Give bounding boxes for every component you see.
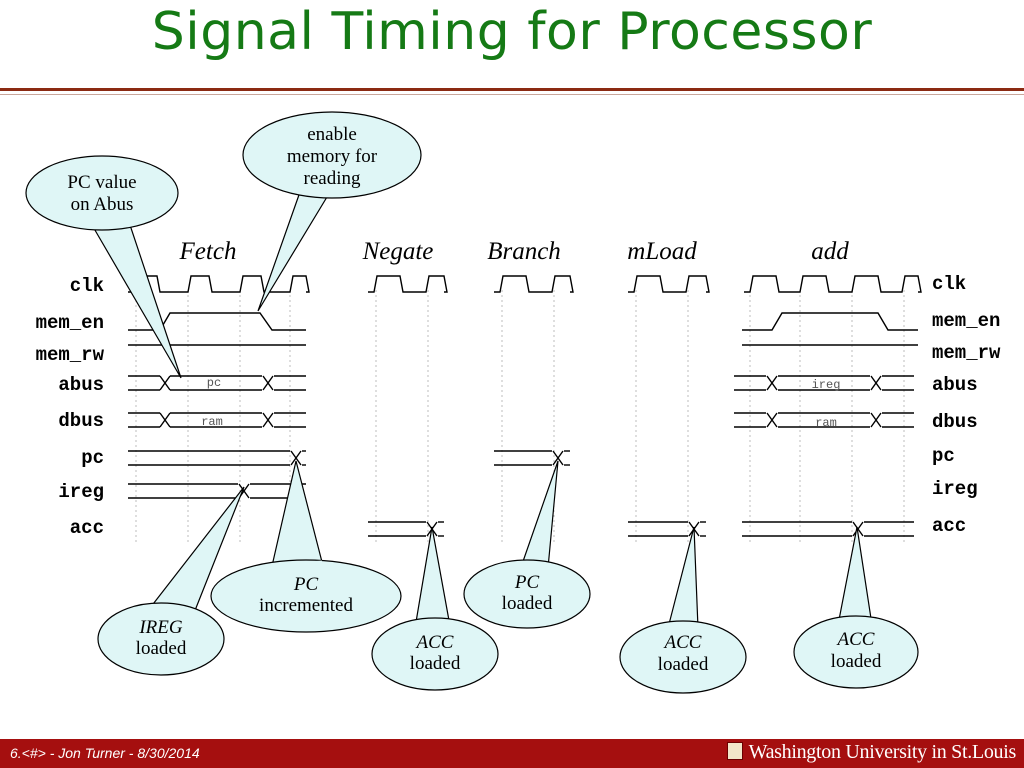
branch-pc-cross: [552, 450, 564, 466]
add-abus-cross: [870, 375, 882, 391]
callout-pc-on-abus: [25, 155, 182, 379]
footer-university: Washington University in St.Louis: [726, 741, 1017, 764]
phase-labels: Fetch Negate Branch mLoad add: [179, 238, 850, 265]
callout-pc-abus-line1: PC value: [67, 172, 136, 193]
label-ireg-right: ireg: [932, 478, 978, 500]
callout-enable-line1: enable: [307, 124, 357, 145]
callout-mload-acc: [619, 526, 747, 694]
callout-enable-memory: [242, 111, 422, 312]
add-dbus-cross: [766, 412, 778, 428]
callout-branch-line2: loaded: [502, 593, 553, 614]
callout-mload-line2: loaded: [658, 654, 709, 675]
phase-branch: Branch: [487, 238, 561, 265]
callout-ireg-line2: loaded: [136, 638, 187, 659]
clock-gridlines: [135, 290, 905, 545]
callout-negate-line1: ACC: [415, 632, 454, 653]
callout-pcinc-line2: incremented: [259, 595, 353, 616]
timing-diagram: clk mem_en mem_rw abus dbus pc ireg acc …: [25, 111, 1001, 694]
callouts: [25, 111, 919, 694]
callout-enable-line2: memory for: [287, 146, 378, 167]
title-divider-thin: [0, 94, 1024, 95]
callout-negate-line2: loaded: [410, 653, 461, 674]
slide-title: Signal Timing for Processor: [151, 2, 873, 62]
label-dbus-right: dbus: [932, 411, 978, 433]
label-abus: abus: [58, 374, 104, 396]
label-clk-right: clk: [932, 273, 966, 295]
mload-clk-wave: [628, 275, 710, 293]
fetch-abus-cross: [262, 375, 274, 391]
add-abus-cross: [766, 375, 778, 391]
callout-texts: enable memory for reading PC value on Ab…: [67, 124, 881, 675]
footer-slide-info: 6.<#> - Jon Turner - 8/30/2014: [10, 745, 200, 761]
negate-clk-wave: [368, 275, 448, 293]
fetch-abus-cross: [159, 375, 171, 391]
waveforms: [128, 275, 922, 537]
fetch-dbus-value: ram: [201, 415, 223, 429]
label-mem-rw-right: mem_rw: [932, 342, 1001, 364]
callout-ireg-loaded: [97, 486, 245, 676]
add-acc-cross: [852, 521, 864, 537]
add-dbus-value: ram: [815, 416, 837, 430]
callout-mload-line1: ACC: [663, 632, 702, 653]
phase-add: add: [811, 238, 849, 265]
label-mem-en: mem_en: [36, 312, 104, 334]
phase-fetch: Fetch: [179, 238, 237, 265]
callout-add-line2: loaded: [831, 651, 882, 672]
label-mem-rw: mem_rw: [36, 344, 105, 366]
callout-pcinc-line1: PC: [293, 574, 319, 595]
university-seal-icon: [726, 742, 743, 760]
callout-pc-abus-line2: on Abus: [71, 194, 134, 215]
fetch-dbus-cross: [159, 412, 171, 428]
label-dbus: dbus: [58, 410, 104, 432]
label-ireg: ireg: [58, 481, 104, 503]
callout-add-line1: ACC: [836, 629, 875, 650]
callout-branch-pc: [463, 460, 591, 629]
fetch-abus-value: pc: [207, 376, 221, 390]
title-divider: [0, 88, 1024, 91]
signal-labels-left: clk mem_en mem_rw abus dbus pc ireg acc: [36, 275, 105, 539]
add-abus-value: ireg: [812, 378, 841, 392]
footer-university-name: Washington University in St.Louis: [748, 741, 1017, 763]
add-mem-en-wave: [742, 312, 918, 331]
callout-branch-line1: PC: [514, 572, 540, 593]
label-pc: pc: [81, 447, 104, 469]
callout-pc-incremented: [210, 460, 402, 633]
add-dbus-cross: [870, 412, 882, 428]
add-clk-wave: [744, 275, 922, 293]
fetch-dbus-cross: [262, 412, 274, 428]
branch-clk-wave: [494, 275, 574, 293]
footer-bar: 6.<#> - Jon Turner - 8/30/2014 Washingto…: [0, 739, 1024, 768]
callout-enable-line3: reading: [304, 168, 361, 189]
label-abus-right: abus: [932, 374, 978, 396]
fetch-clk-wave: [128, 275, 310, 293]
callout-add-acc: [793, 526, 919, 689]
fetch-pc-cross: [290, 450, 302, 466]
label-acc-right: acc: [932, 515, 966, 537]
label-acc: acc: [70, 517, 104, 539]
label-pc-right: pc: [932, 445, 955, 467]
callout-negate-acc: [371, 526, 499, 691]
callout-ireg-line1: IREG: [138, 617, 183, 638]
phase-mload: mLoad: [627, 238, 697, 265]
signal-labels-right: clk mem_en mem_rw abus dbus pc ireg acc: [932, 273, 1001, 537]
phase-negate: Negate: [362, 238, 434, 265]
label-mem-en-right: mem_en: [932, 310, 1000, 332]
label-clk: clk: [70, 275, 104, 297]
